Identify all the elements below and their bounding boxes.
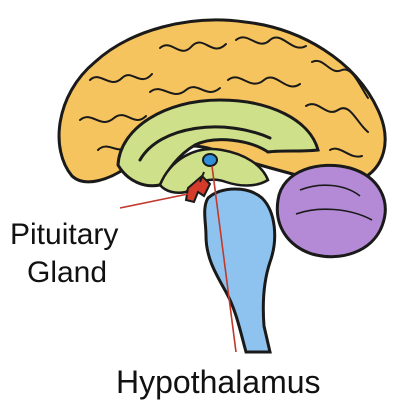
hypothalamus-marker — [203, 154, 217, 166]
hypothalamus-label: Hypothalamus — [116, 366, 321, 398]
cerebellum — [277, 165, 385, 256]
pituitary-label-line1: Pituitary — [10, 216, 118, 254]
pituitary-gland-label: Pituitary Gland — [10, 216, 118, 292]
pituitary-label-line2: Gland — [10, 254, 118, 292]
pituitary-pointer-line — [120, 194, 188, 208]
brainstem — [205, 189, 275, 352]
